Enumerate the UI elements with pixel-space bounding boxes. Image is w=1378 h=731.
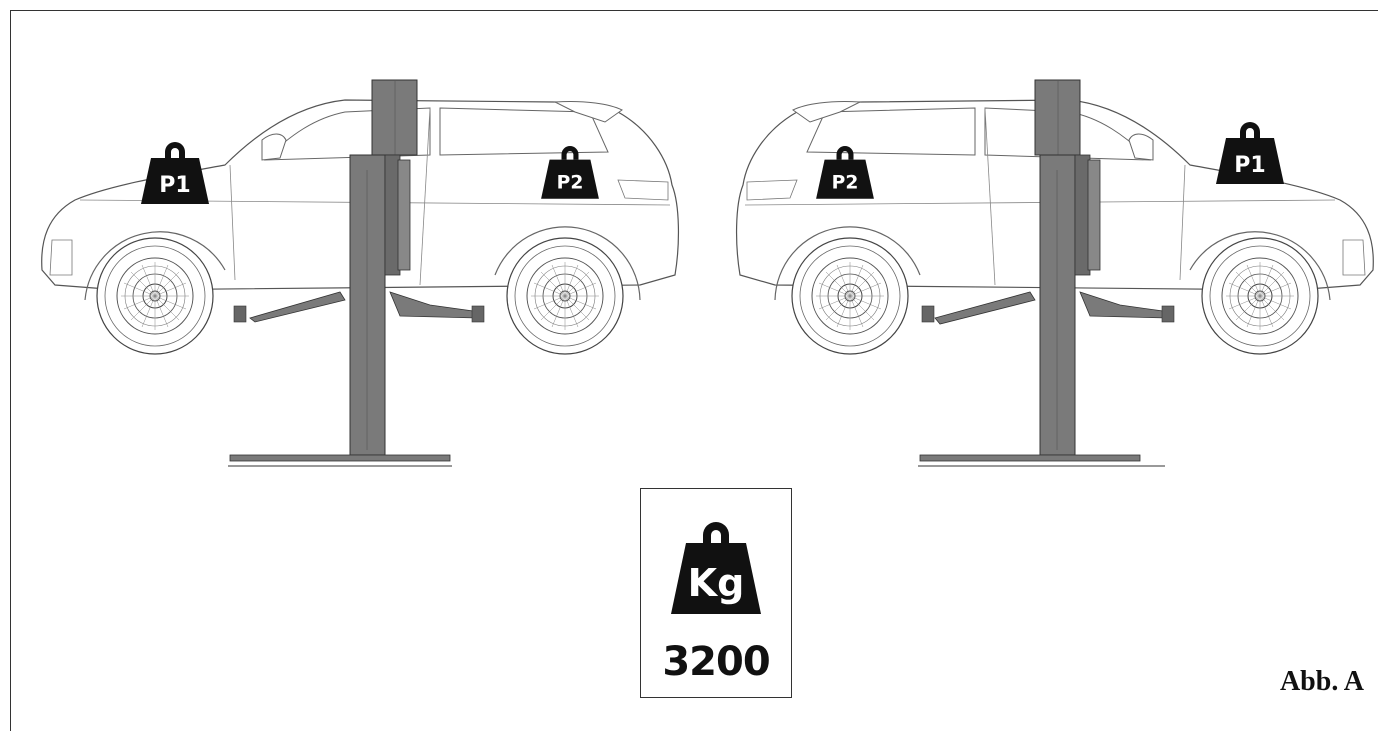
left-lift-arms <box>233 291 485 323</box>
left-lift-column <box>228 79 452 467</box>
right-front-weight-icon: P1 <box>1216 122 1284 184</box>
weight-icon: Kg <box>671 522 761 614</box>
capacity-value: 3200 <box>662 639 770 685</box>
right-front-weight-label: P1 <box>1234 153 1265 178</box>
left-front-weight-icon: P1 <box>141 142 209 204</box>
right-rear-weight-icon: P2 <box>816 146 874 199</box>
left-rear-weight-label: P2 <box>557 173 584 194</box>
right-rear-weight-label: P2 <box>832 173 859 194</box>
left-front-weight-label: P1 <box>159 173 190 198</box>
figure-label: Abb. A <box>1279 666 1364 697</box>
lift-diagram: P1 P2 <box>41 79 1374 467</box>
capacity-unit: Kg <box>688 561 745 605</box>
left-rear-weight-icon: P2 <box>541 146 599 199</box>
right-lift-column <box>918 79 1165 467</box>
capacity-box: Kg 3200 <box>640 488 792 698</box>
figure-frame <box>10 10 1378 731</box>
right-lift-arms <box>921 291 1175 325</box>
